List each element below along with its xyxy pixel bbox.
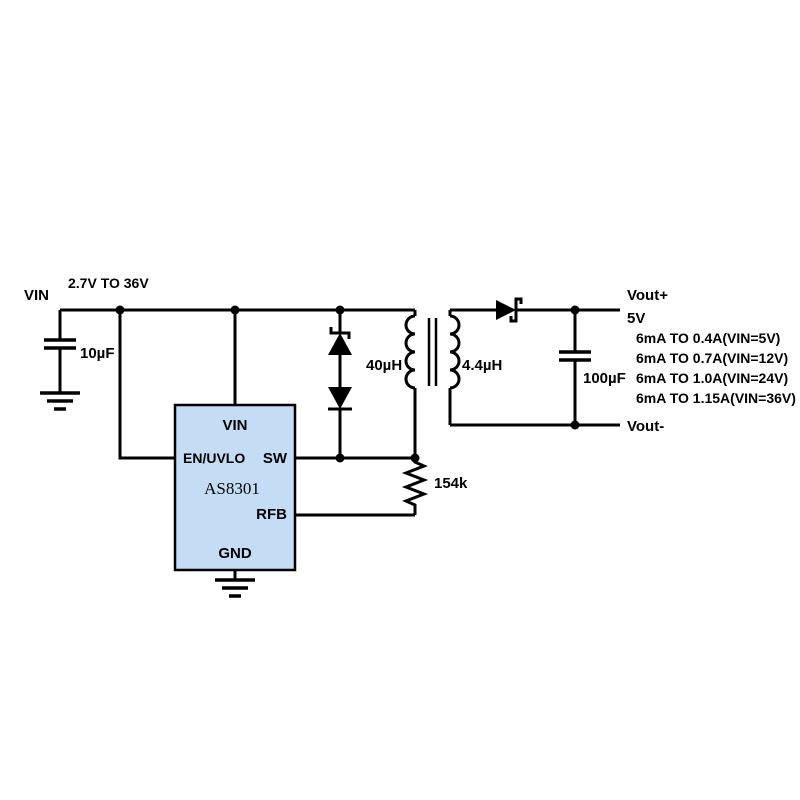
ic-pin-vin-label: VIN bbox=[222, 417, 247, 434]
feedback-resistor bbox=[401, 458, 429, 515]
vin-label: VIN bbox=[24, 287, 49, 304]
output-rating-label: 6mA TO 0.7A(VIN=12V) bbox=[636, 350, 788, 366]
output-capacitor bbox=[559, 350, 591, 362]
secondary-inductance-label: 4.4µH bbox=[462, 357, 502, 374]
ic-body bbox=[173, 403, 297, 572]
output-cap-label: 100µF bbox=[583, 370, 626, 387]
junction-dot bbox=[230, 305, 240, 315]
junction-dot bbox=[410, 453, 420, 463]
ic-pin-gnd-label: GND bbox=[218, 545, 252, 562]
transformer bbox=[404, 314, 461, 390]
vout-minus-label: Vout- bbox=[627, 418, 664, 435]
vout-plus-label: Vout+ bbox=[627, 287, 668, 304]
secondary-winding bbox=[449, 314, 461, 390]
feedback-resistor-label: 154k bbox=[434, 475, 468, 492]
clamp-diode bbox=[328, 387, 352, 411]
junction-dot bbox=[335, 453, 345, 463]
ic-pin-sw-label: SW bbox=[263, 450, 288, 467]
primary-winding bbox=[404, 314, 416, 390]
input-capacitor bbox=[44, 338, 76, 350]
rectifier-diode bbox=[496, 297, 523, 323]
junction-dot bbox=[115, 305, 125, 315]
input-ground-symbol bbox=[40, 391, 80, 411]
output-rating-label: 6mA TO 0.4A(VIN=5V) bbox=[636, 330, 780, 346]
ic-pin-rfb-label: RFB bbox=[256, 506, 287, 523]
ic-ground-symbol bbox=[215, 578, 255, 598]
primary-inductance-label: 40µH bbox=[366, 357, 402, 374]
ic-pin-en-label: EN/UVLO bbox=[183, 450, 245, 466]
junction-dot bbox=[335, 305, 345, 315]
input-cap-label: 10µF bbox=[80, 345, 115, 362]
output-rating-label: 6mA TO 1.0A(VIN=24V) bbox=[636, 370, 788, 386]
zener-diode bbox=[328, 327, 352, 355]
output-rating-label: 6mA TO 1.15A(VIN=36V) bbox=[636, 390, 796, 406]
junction-dot bbox=[570, 420, 580, 430]
junction-dot bbox=[570, 305, 580, 315]
vout-voltage-label: 5V bbox=[627, 310, 645, 327]
ic-name-label: AS8301 bbox=[204, 479, 260, 498]
vin-range-label: 2.7V TO 36V bbox=[68, 275, 149, 291]
enable-wire bbox=[118, 310, 175, 460]
